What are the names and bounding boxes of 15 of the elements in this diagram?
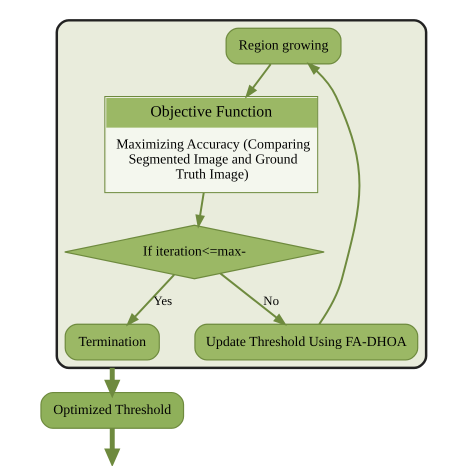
edge-label: No [262,294,279,308]
node-box: Region growing [225,28,342,64]
cluster [55,19,427,370]
node-box: Update Threshold Using FA-DHOA [194,324,418,361]
node-diamond: If iteration<=max- [64,224,324,280]
arrow [244,64,271,99]
arrow [219,272,286,326]
node-box: Termination [64,324,160,361]
arrow [306,62,360,325]
arrow [104,368,120,398]
edge-label: Yes [152,294,172,308]
arrow [104,428,120,466]
arrow [125,274,174,326]
node-box: Optimized Threshold [40,392,184,429]
arrow [194,192,204,229]
